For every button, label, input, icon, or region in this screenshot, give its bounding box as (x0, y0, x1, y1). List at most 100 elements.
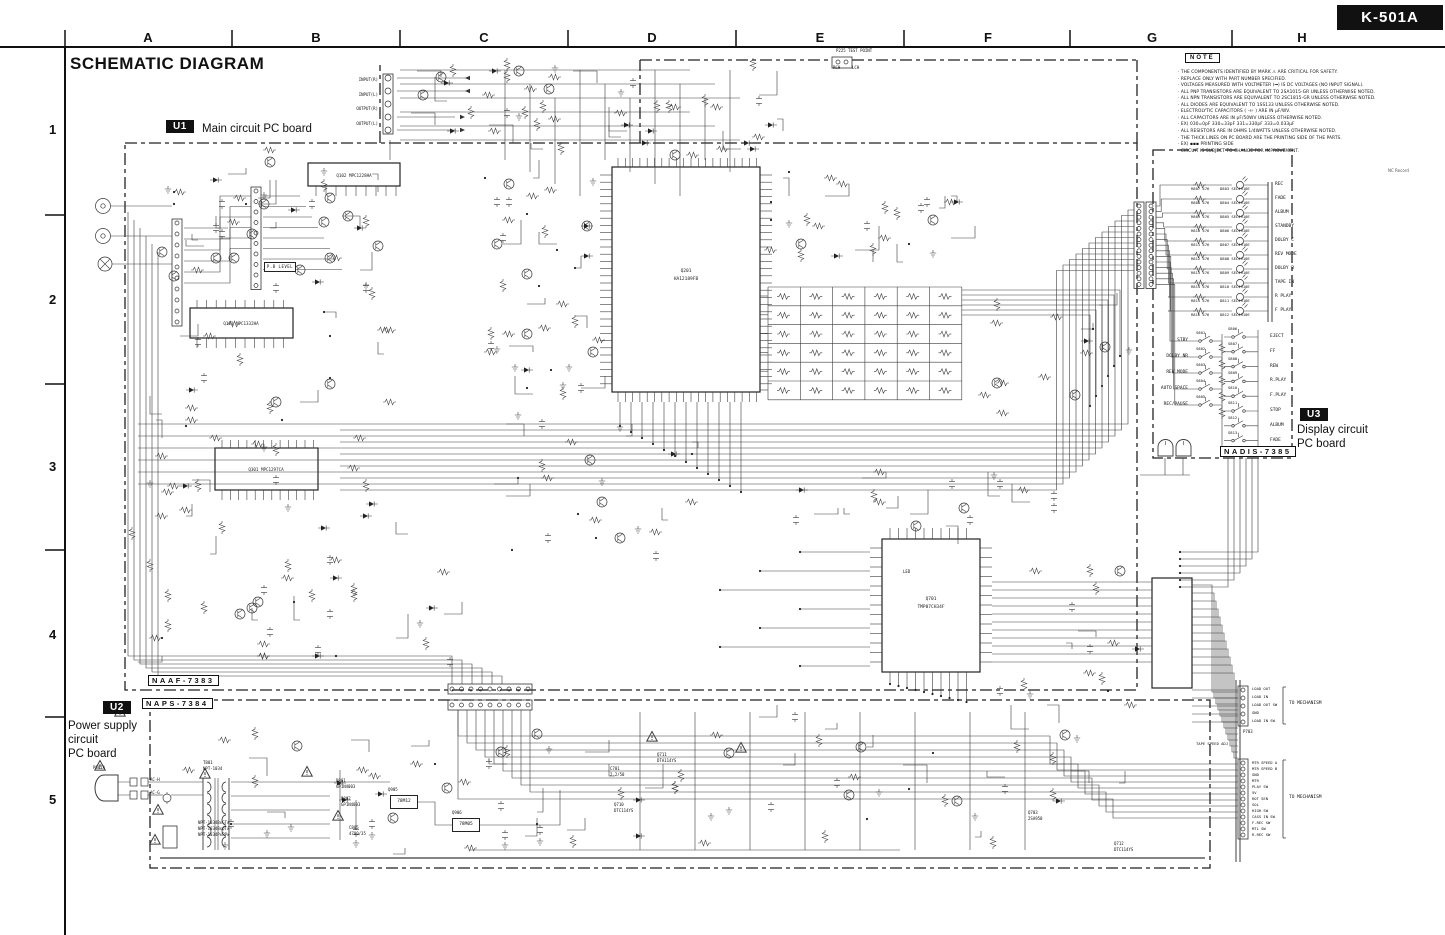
part-label: NPT-1034 (203, 766, 223, 771)
led-resistor-ref: R814 476 (1191, 283, 1210, 289)
part-label: GP1N4003 (341, 802, 361, 807)
part-label: Q712 (1114, 841, 1124, 846)
note-line: · EX) 030=0pF 330=33pF 331=330pF 333=0.0… (1178, 122, 1295, 128)
note-line: · REPLACE ONLY WITH PART NUMBER SPECIFIE… (1178, 76, 1287, 82)
note-title: NOTE (1185, 53, 1220, 63)
led-label-rev-mode: REV MODE (1275, 252, 1297, 257)
grid-column-E: E (815, 30, 825, 45)
mech-pin-label: MTR (1252, 777, 1259, 783)
led-diode-ref: D808 SEL4910E (1220, 255, 1250, 261)
grid-row-2: 2 (49, 292, 57, 307)
part-label: RCH (833, 65, 841, 70)
mech-pin-label: ROT SEN (1252, 795, 1269, 801)
svg-text:Q201: Q201 (681, 268, 692, 274)
ic-q301 (214, 447, 319, 491)
note-line: · ALL DIODES ARE EQUIVALENT TO 1SS133 UN… (1178, 102, 1340, 108)
ic-display-driver (1151, 577, 1193, 689)
board-name-u2-l3: PC board (68, 748, 117, 760)
mech-pin-label: GND (1252, 771, 1259, 777)
led-resistor-ref: R816 476 (1191, 311, 1210, 317)
grid-column-H: H (1297, 30, 1307, 45)
mech-pin-label: GND (1252, 710, 1259, 715)
led-diode-ref: D806 SEL4910E (1220, 227, 1250, 233)
board-no-u2: NAPS-7384 (142, 698, 213, 709)
part-label: DTC114YS (1114, 847, 1134, 852)
to-mechanism-upper: TO MECHANISM (1289, 701, 1322, 706)
part-label: NPT-1034BxQTx (198, 826, 230, 831)
note-line: · ALL CAPACITORS ARE IN pF/50WV UNLESS O… (1178, 115, 1323, 121)
ic-q102 (307, 162, 401, 187)
led-block-label: LED (903, 569, 911, 574)
led-label-rec: REC (1275, 182, 1284, 187)
board-tag-u1: U1 (166, 120, 194, 133)
io-label: INPUT(L) (358, 91, 378, 97)
part-label: C701 (610, 766, 620, 771)
led-label-album: ALBUM (1275, 210, 1289, 215)
part-label: Q905 (388, 787, 398, 792)
switch-label-left: AUTO SPACE (1160, 386, 1188, 391)
note-line: · VOLTAGES MEASURED WITH VOLTMETER (⎓) I… (1178, 83, 1364, 89)
part-label: Q711 (657, 752, 667, 757)
note-line: · ALL NPN TRANSISTORS ARE EQUIVALENT TO … (1178, 96, 1376, 102)
test-point-label: P225 TEST POINT (836, 48, 873, 53)
board-no-u3: NADIS-7385 (1220, 446, 1296, 457)
led-diode-ref: D804 SEL4910E (1220, 199, 1250, 205)
led-label-dolby-c: DOLBY C (1275, 238, 1294, 243)
switch-label-left: STBY (1177, 338, 1188, 343)
switch-label-right: FF (1270, 348, 1276, 354)
part-label: AC-G (150, 790, 160, 795)
part-label: 4700/35 (349, 831, 366, 836)
part-label: LCH (852, 65, 860, 70)
switch-ref: S805 (1196, 394, 1206, 399)
led-label-r-play: R PLAY (1275, 294, 1292, 299)
svg-text:HA12189FB: HA12189FB (674, 276, 699, 282)
switch-ref: S808 (1228, 355, 1238, 361)
mech-pin-label: PLAY SW (1252, 783, 1269, 789)
note-line: · EX) ▪▪▪ PRINTING SIDE (1178, 142, 1234, 148)
part-label: Q703 (1028, 810, 1038, 815)
note-line: · ALL PNP TRANSISTORS ARE EQUIVALENT TO … (1178, 89, 1375, 95)
switch-label-right: ALBUM (1270, 422, 1284, 428)
board-no-u1: NAAF-7383 (148, 675, 219, 686)
board-name-u2-l1: Power supply (68, 720, 138, 732)
part-label: NPT-1034PxPPx (198, 832, 230, 837)
mech-pin-label: CASS IN SW (1252, 813, 1275, 819)
io-label: OUTPUT(R) (356, 106, 378, 112)
board-tag-u3: U3 (1300, 408, 1328, 421)
switch-ref: S802 (1196, 346, 1206, 351)
switch-ref: S803 (1196, 362, 1206, 367)
grid-column-F: F (984, 30, 992, 45)
led-diode-ref: D803 SEL4910E (1220, 185, 1250, 191)
mech-pin-label: LOAD OUT (1252, 686, 1271, 691)
part-label: GP1N4003 (336, 784, 356, 789)
mech-pin-label: MTR SPEED B (1252, 765, 1278, 771)
part-label: D801 (336, 778, 346, 783)
switch-label-left: REC/PAUSE (1163, 402, 1188, 407)
led-label-standby: STANDBY (1275, 224, 1294, 229)
switch-label-right: R.PLAY (1270, 378, 1287, 384)
board-name-u3-l2: PC board (1297, 438, 1346, 450)
led-label-dolby-b: DOLBY B (1275, 266, 1294, 271)
switch-ref: S807 (1228, 340, 1238, 346)
pb-level-label: P.B LEVEL (264, 262, 296, 272)
led-resistor-ref: R808 476 (1191, 199, 1210, 205)
led-diode-ref: D812 SEL4910E (1220, 311, 1250, 317)
grid-column-D: D (647, 30, 657, 45)
grid-column-G: G (1146, 30, 1158, 45)
board-name-u1: Main circuit PC board (202, 123, 312, 135)
part-label: P703 (1243, 729, 1253, 734)
part-label: C805 (349, 825, 359, 830)
mech-pin-label: LOAD OUT SW (1252, 702, 1278, 707)
io-label: INPUT(R) (358, 77, 378, 82)
svg-text:TMP87CH34F: TMP87CH34F (917, 604, 944, 610)
grid-column-C: C (479, 30, 489, 45)
part-label: T801 (203, 760, 213, 765)
ic-q201 (611, 166, 761, 393)
led-resistor-ref: R807 476 (1191, 185, 1210, 191)
part-label: P801A (93, 765, 106, 770)
switch-ref: S813 (1228, 429, 1238, 435)
switch-label-right: FADE (1270, 437, 1281, 443)
